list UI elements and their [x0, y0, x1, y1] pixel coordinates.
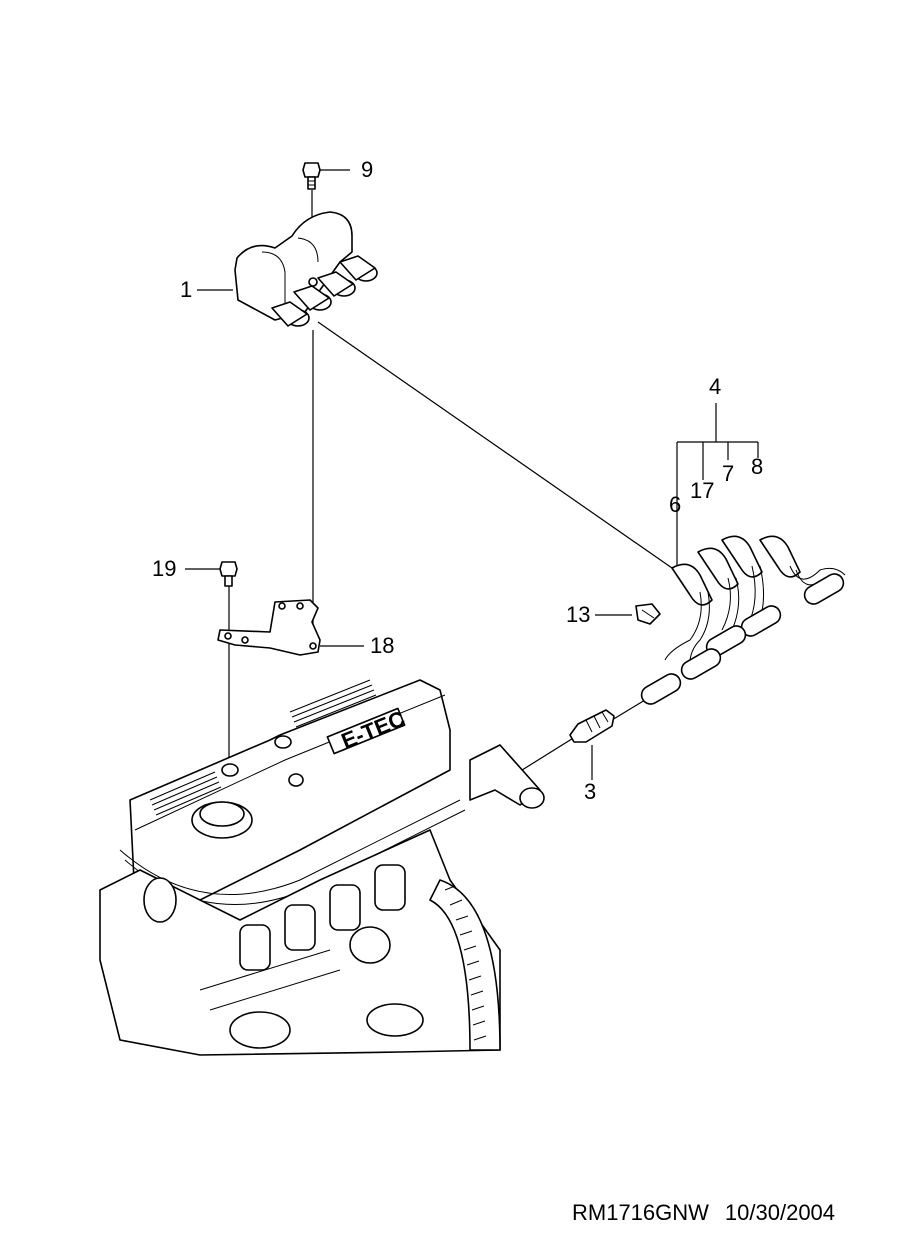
- bolt-part-9: [302, 162, 321, 190]
- flywheel: [429, 879, 501, 1051]
- callout-1: 1: [180, 277, 192, 302]
- callout-8: 8: [751, 454, 763, 479]
- leader-lines: [185, 169, 759, 791]
- callout-13: 13: [566, 602, 590, 627]
- wire-clip-part-13: [635, 603, 661, 625]
- callout-6: 6: [669, 492, 681, 517]
- engine-block: E-TEC: [99, 679, 545, 1056]
- callout-4: 4: [709, 374, 721, 399]
- callout-9: 9: [361, 157, 373, 182]
- spark-plug-part-3: [569, 709, 615, 743]
- ignition-wire-set-part-4: [640, 535, 846, 705]
- bolt-part-19: [219, 561, 238, 587]
- ignition-coil-part-1: [234, 211, 378, 327]
- drawing-code: RM1716GNW: [572, 1200, 709, 1225]
- callout-18: 18: [370, 633, 394, 658]
- valve-cover-ribs: [149, 679, 377, 816]
- callout-7: 7: [722, 461, 734, 486]
- drawing-date: 10/30/2004: [724, 1200, 836, 1225]
- engine-detail: [143, 864, 424, 1049]
- callout-17: 17: [690, 478, 714, 503]
- drawing-footer: RM1716GNW 10/30/2004: [572, 1200, 835, 1226]
- callout-3: 3: [584, 779, 596, 804]
- bracket-part-18: [217, 599, 321, 656]
- callout-19: 19: [152, 556, 176, 581]
- callout-labels: 9 1 4 6 17 7 8 13 19 18 3: [152, 157, 763, 804]
